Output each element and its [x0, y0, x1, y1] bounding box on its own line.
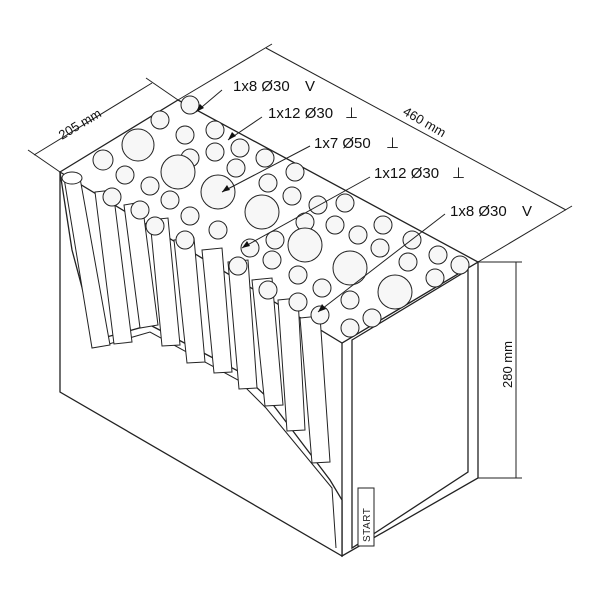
dimension-height: 280 mm	[478, 261, 522, 479]
callout-4: 1x12 Ø30 ⊥	[241, 165, 465, 249]
start-label-box: START	[357, 487, 375, 547]
tube	[201, 247, 233, 374]
tube-opening	[398, 252, 418, 272]
tube-opening-large	[200, 174, 236, 210]
tube-opening	[335, 193, 355, 213]
tube-opening	[310, 305, 330, 325]
tube-opening	[205, 142, 225, 162]
callout-label: 1x12 Ø30	[268, 105, 333, 122]
tube-opening	[240, 238, 260, 258]
tube-opening-large	[287, 227, 323, 263]
tube-opening	[373, 215, 393, 235]
tube-opening	[208, 220, 228, 240]
tube-top	[61, 171, 83, 185]
tube-opening	[288, 265, 308, 285]
tube-opening	[205, 120, 225, 140]
tube-opening	[160, 190, 180, 210]
dimension-height-label: 280 mm	[500, 341, 515, 388]
tube-opening	[226, 158, 246, 178]
tube-opening	[362, 308, 382, 328]
tube-opening	[115, 165, 135, 185]
tube-opening	[140, 176, 160, 196]
tube-opening	[228, 256, 248, 276]
callout-3: 1x7 Ø50 ⊥	[221, 135, 399, 193]
tube-opening	[230, 138, 250, 158]
tube	[149, 217, 181, 347]
dimension-width-label: 205 mm	[56, 106, 104, 143]
angle-symbol-perpendicular: ⊥	[386, 135, 399, 152]
callout-label: 1x8 Ø30	[233, 78, 290, 95]
tube-opening	[312, 278, 332, 298]
angle-symbol-v: V	[522, 203, 532, 220]
tube-opening	[450, 255, 470, 275]
tube-opening-large	[160, 154, 196, 190]
tube-opening	[180, 206, 200, 226]
tube-opening	[285, 162, 305, 182]
tube-opening	[308, 195, 328, 215]
tubes-front	[61, 171, 331, 464]
tube-opening	[255, 148, 275, 168]
tube-opening	[175, 230, 195, 250]
tube-opening	[145, 216, 165, 236]
tube-opening	[265, 230, 285, 250]
tube-opening	[102, 187, 122, 207]
callout-5: 1x8 Ø30 V	[317, 203, 532, 313]
angle-symbol-perpendicular: ⊥	[452, 165, 465, 182]
callout-label: 1x12 Ø30	[374, 165, 439, 182]
callout-2: 1x12 Ø30 ⊥	[227, 105, 358, 141]
callout-label: 1x7 Ø50	[314, 135, 371, 152]
tube-opening	[258, 280, 278, 300]
tube-opening	[258, 173, 278, 193]
tube-opening	[340, 318, 360, 338]
dimension-length-label: 460 mm	[401, 104, 449, 140]
tube-opening	[180, 95, 200, 115]
tube-opening	[262, 250, 282, 270]
angle-symbol-v: V	[305, 78, 315, 95]
tube-opening	[370, 238, 390, 258]
start-label: START	[362, 508, 373, 542]
box-right-face-inner	[351, 268, 469, 550]
tube-opening-large	[121, 128, 155, 162]
callout-1: 1x8 Ø30 V	[195, 78, 315, 113]
tube-opening	[348, 225, 368, 245]
tube-openings	[92, 95, 470, 338]
tube-opening	[282, 186, 302, 206]
callout-label: 1x8 Ø30	[450, 203, 507, 220]
tube-opening	[175, 125, 195, 145]
tube-opening-large	[377, 274, 413, 310]
tube-opening	[288, 292, 308, 312]
tube-opening	[92, 149, 114, 171]
tube	[299, 315, 331, 464]
tube-opening-large	[244, 194, 280, 230]
tube-opening	[428, 245, 448, 265]
angle-symbol-perpendicular: ⊥	[345, 105, 358, 122]
tube-opening	[325, 215, 345, 235]
tube-opening	[340, 290, 360, 310]
tube-opening-large	[332, 250, 368, 286]
tube-opening	[425, 268, 445, 288]
tube-opening	[150, 110, 170, 130]
tube-opening	[130, 200, 150, 220]
tube	[251, 277, 284, 407]
